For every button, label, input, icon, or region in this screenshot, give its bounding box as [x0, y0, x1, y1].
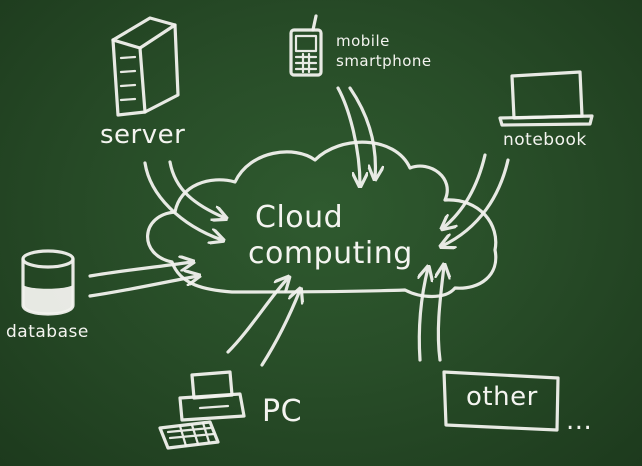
cloud-shape [146, 140, 498, 299]
arrow-database-2 [88, 276, 198, 298]
arrow-other-2 [438, 266, 444, 362]
arrow-server-2 [168, 160, 225, 218]
label-notebook: notebook [503, 130, 587, 150]
other-box [442, 370, 560, 432]
arrow-notebook-2 [442, 158, 510, 246]
notebook-icon [498, 70, 594, 127]
arrow-database-1 [88, 262, 192, 278]
arrow-pc-1 [226, 278, 288, 354]
label-database: database [6, 322, 89, 342]
arrow-mobile-1 [336, 86, 360, 185]
arrow-pc-2 [260, 290, 300, 367]
label-ellipsis: ... [566, 406, 593, 436]
arrow-other-1 [419, 268, 428, 362]
center-title-line2: computing [248, 236, 413, 271]
pc-icon [158, 370, 246, 450]
database-icon [21, 249, 75, 316]
arrow-server-1 [143, 161, 222, 240]
arrows [88, 86, 510, 367]
arrow-notebook-1 [443, 153, 487, 228]
label-server: server [100, 120, 186, 150]
server-icon [111, 16, 180, 117]
label-pc: PC [262, 394, 303, 429]
label-smartphone: smartphone [336, 52, 432, 70]
center-title-line1: Cloud [255, 200, 344, 235]
label-mobile: mobile [336, 32, 390, 50]
mobile-icon [289, 14, 323, 77]
label-other: other [466, 382, 538, 412]
arrow-mobile-2 [348, 86, 375, 178]
